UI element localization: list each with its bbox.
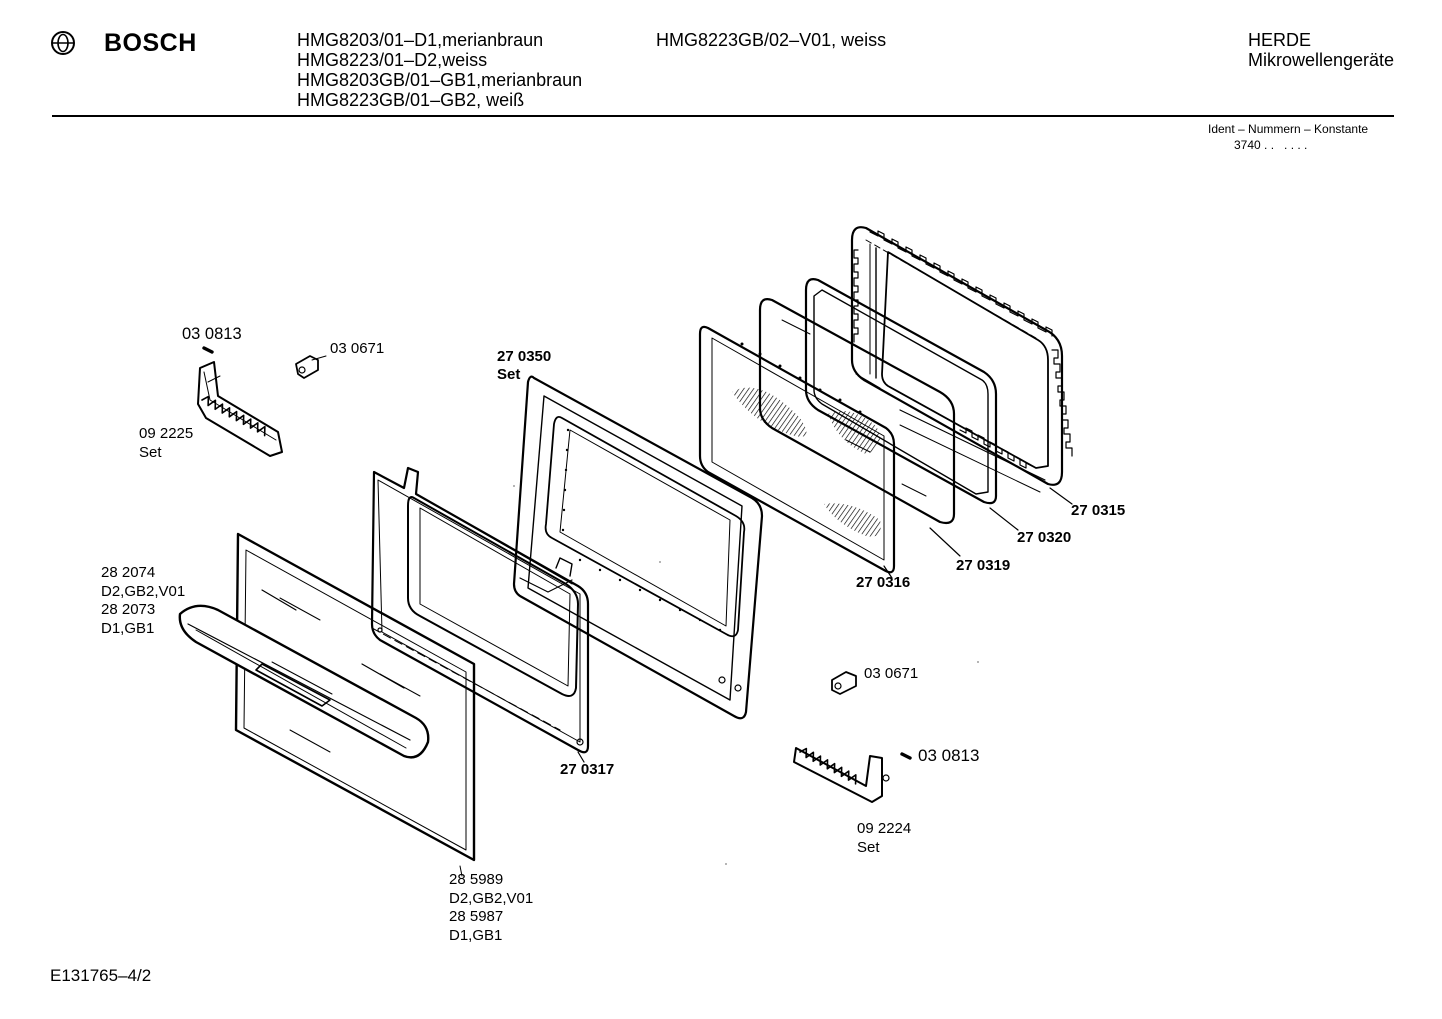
part-number: 09 2224 <box>857 820 912 837</box>
header-rule <box>52 115 1394 117</box>
part-number: 28 2073 <box>101 601 156 618</box>
part-variant: D1,GB1 <box>449 926 503 944</box>
category-line: HERDE <box>1248 30 1312 50</box>
bosch-armature-icon <box>51 31 75 55</box>
leader-270320 <box>989 507 1019 531</box>
label-270320: 27 0320 <box>1017 529 1072 546</box>
inner-panel-270317 <box>370 466 590 754</box>
rear-frame-270315 <box>850 226 1064 493</box>
model-line: HMG8223GB/01–GB2, weiß <box>297 90 525 110</box>
brand-name: BOSCH <box>104 29 197 57</box>
door-handle-282074 <box>178 604 430 759</box>
label-270317: 27 0317 <box>560 761 615 778</box>
bosch-logo <box>50 30 76 61</box>
model-line: HMG8203/01–D1,merianbraun <box>297 30 544 50</box>
door-frame-270350 <box>512 375 764 720</box>
gasket-frame-270320 <box>804 278 998 505</box>
label-030813-top: 03 0813 <box>182 325 242 343</box>
model-line: HMG8223/01–D2,weiss <box>297 50 488 70</box>
clip-030671-top <box>295 355 327 379</box>
pin-030813-bottom <box>900 752 912 760</box>
label-030813-bottom: 03 0813 <box>918 746 980 765</box>
part-number: 28 5987 <box>449 908 504 925</box>
label-030671-bottom: 03 0671 <box>864 665 919 682</box>
part-number: 09 2225 <box>139 425 194 442</box>
ident-label: Ident – Nummern – Konstante <box>1208 122 1369 136</box>
document-number: E131765–4/2 <box>50 966 152 985</box>
leader-270317 <box>577 751 585 763</box>
part-variant: D2,GB2,V01 <box>449 889 534 907</box>
leader-270315 <box>1049 487 1073 505</box>
label-270319: 27 0319 <box>956 557 1011 574</box>
pin-030813-top <box>202 346 214 354</box>
category-line: Mikrowellengeräte <box>1248 50 1395 70</box>
mesh-shield-270316 <box>698 325 896 574</box>
label-092224: 09 2224 Set <box>857 820 911 857</box>
label-282074: 28 2074 D2,GB2,V01 28 2073 D1,GB1 <box>101 564 185 638</box>
part-variant: D1,GB1 <box>101 619 155 637</box>
leader-270316 <box>883 565 893 579</box>
model-line: HMG8203GB/01–GB1,merianbraun <box>297 70 583 90</box>
leader-270319 <box>929 527 961 557</box>
label-285989: 28 5989 D2,GB2,V01 28 5987 D1,GB1 <box>449 871 533 945</box>
label-092225: 09 2225 Set <box>139 425 193 462</box>
print-dots <box>513 485 979 865</box>
choke-seal-pattern <box>853 230 1073 469</box>
label-270316: 27 0316 <box>856 574 911 591</box>
part-number: 27 0350 <box>497 348 552 365</box>
part-note: Set <box>139 443 162 461</box>
part-variant: D2,GB2,V01 <box>101 582 186 600</box>
ident-value: 3740 . . . . . . <box>1234 138 1308 152</box>
label-030671-top: 03 0671 <box>330 340 385 357</box>
clip-030671-bottom <box>831 671 857 695</box>
part-number: 28 5989 <box>449 871 504 888</box>
label-270315: 27 0315 <box>1071 502 1126 519</box>
part-note: Set <box>497 366 521 383</box>
label-270350: 27 0350 Set <box>497 348 551 384</box>
hinge-bottom-092224 <box>793 747 890 803</box>
hinge-top-092225 <box>197 361 283 457</box>
model-list-secondary: HMG8223GB/02–V01, weiss <box>656 30 886 50</box>
model-line: HMG8223GB/02–V01, weiss <box>656 30 887 50</box>
model-list-primary: HMG8203/01–D1,merianbraun HMG8223/01–D2,… <box>297 30 582 110</box>
part-number: 28 2074 <box>101 564 156 581</box>
part-note: Set <box>857 838 880 856</box>
leader-285989 <box>459 865 463 877</box>
product-category: HERDE Mikrowellengeräte <box>1248 30 1394 70</box>
